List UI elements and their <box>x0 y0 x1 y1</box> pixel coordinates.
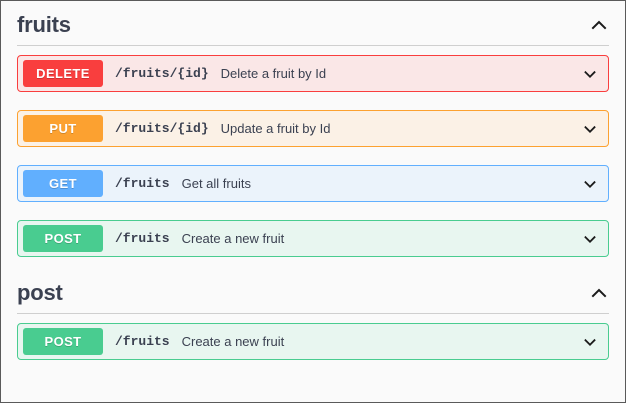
method-badge-get: GET <box>23 170 103 198</box>
operation-list-fruits: DELETE /fruits/{id} Delete a fruit by Id… <box>17 46 609 258</box>
chevron-down-icon[interactable] <box>580 119 600 139</box>
operation-path: /fruits/{id} <box>115 66 209 82</box>
tag-section-post: post POST /fruits Create a new fruit <box>1 269 625 361</box>
operation-summary: Delete a fruit by Id <box>220 66 327 82</box>
operation-row-get-fruits[interactable]: GET /fruits Get all fruits <box>17 165 609 203</box>
section-spacer <box>1 257 625 269</box>
chevron-down-icon[interactable] <box>580 332 600 352</box>
operation-summary: Create a new fruit <box>181 334 285 350</box>
chevron-down-icon[interactable] <box>580 64 600 84</box>
tag-section-fruits: fruits DELETE /fruits/{id} Delete a frui… <box>1 1 625 258</box>
method-badge-post: POST <box>23 225 103 253</box>
operation-row-post-fruits[interactable]: POST /fruits Create a new fruit <box>17 323 609 361</box>
operation-path: /fruits <box>115 231 170 247</box>
chevron-up-icon[interactable] <box>589 283 609 303</box>
chevron-up-icon[interactable] <box>589 15 609 35</box>
operation-row-delete-fruits-id[interactable]: DELETE /fruits/{id} Delete a fruit by Id <box>17 55 609 93</box>
operation-path: /fruits <box>115 176 170 192</box>
tag-header-post[interactable]: post <box>17 269 609 315</box>
operation-path: /fruits/{id} <box>115 121 209 137</box>
method-badge-put: PUT <box>23 115 103 143</box>
operation-row-post-fruits[interactable]: POST /fruits Create a new fruit <box>17 220 609 258</box>
tag-title: fruits <box>17 12 71 37</box>
operation-summary: Update a fruit by Id <box>220 121 331 137</box>
operation-summary: Create a new fruit <box>181 231 285 247</box>
tag-header-fruits[interactable]: fruits <box>17 1 609 47</box>
method-badge-post: POST <box>23 328 103 356</box>
operation-path: /fruits <box>115 334 170 350</box>
chevron-down-icon[interactable] <box>580 229 600 249</box>
operation-list-post: POST /fruits Create a new fruit <box>17 314 609 361</box>
operation-row-put-fruits-id[interactable]: PUT /fruits/{id} Update a fruit by Id <box>17 110 609 148</box>
chevron-down-icon[interactable] <box>580 174 600 194</box>
tag-title: post <box>17 280 63 306</box>
operation-summary: Get all fruits <box>181 176 251 192</box>
method-badge-delete: DELETE <box>23 60 103 88</box>
